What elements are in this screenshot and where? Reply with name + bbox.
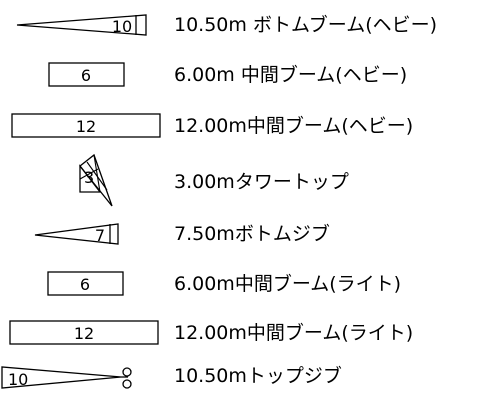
legend-row-top-jib: 10 10.50mトップジブ — [0, 360, 501, 396]
mid-boom-box-short-icon: 6 — [48, 62, 125, 87]
legend-row-tower-top: 3 3.00mタワートップ — [0, 150, 501, 207]
top-jib-wedge-icon: 10 — [1, 366, 132, 389]
mid-boom-12-heavy-label: 12.00m中間ブーム(ヘビー) — [174, 115, 414, 137]
legend-row-mid-boom-12-light: 12 12.00m中間ブーム(ライト) — [0, 316, 501, 352]
mid-boom-box-long-icon: 12 — [11, 113, 161, 138]
tower-top-icon: 3 — [79, 153, 113, 207]
bottom-jib-number: 7 — [95, 226, 105, 245]
bottom-boom-wedge-icon: 10 — [16, 14, 147, 36]
mid-boom-6-light-number: 6 — [80, 275, 90, 294]
bottom-jib-wedge-icon: 7 — [34, 223, 119, 245]
bottom-boom-number: 10 — [112, 17, 132, 36]
mid-boom-12-light-label: 12.00m中間ブーム(ライト) — [174, 322, 414, 344]
legend-row-bottom-boom-heavy: 10 10.50m ボトムブーム(ヘビー) — [0, 6, 501, 42]
mid-boom-12-light-number: 12 — [74, 324, 94, 343]
tower-top-number: 3 — [84, 168, 94, 187]
mid-boom-6-heavy-label: 6.00m 中間ブーム(ヘビー) — [174, 64, 408, 86]
legend-row-bottom-jib: 7 7.50mボトムジブ — [0, 216, 501, 252]
mid-boom-box-short-light-icon: 6 — [47, 271, 124, 296]
top-jib-number: 10 — [8, 370, 28, 389]
bottom-boom-heavy-label: 10.50m ボトムブーム(ヘビー) — [174, 14, 438, 36]
legend-row-mid-boom-6-light: 6 6.00m中間ブーム(ライト) — [0, 266, 501, 302]
mid-boom-6-heavy-number: 6 — [81, 66, 91, 85]
tower-top-label: 3.00mタワートップ — [174, 171, 349, 193]
legend-row-mid-boom-6-heavy: 6 6.00m 中間ブーム(ヘビー) — [0, 57, 501, 93]
bottom-jib-label: 7.50mボトムジブ — [174, 223, 330, 245]
mid-boom-6-light-label: 6.00m中間ブーム(ライト) — [174, 273, 402, 295]
legend-row-mid-boom-12-heavy: 12 12.00m中間ブーム(ヘビー) — [0, 108, 501, 144]
hook-sheave-icon — [122, 367, 132, 377]
top-jib-label: 10.50mトップジブ — [174, 365, 342, 387]
mid-boom-box-long-light-icon: 12 — [9, 320, 159, 345]
mid-boom-12-heavy-number: 12 — [76, 117, 96, 136]
